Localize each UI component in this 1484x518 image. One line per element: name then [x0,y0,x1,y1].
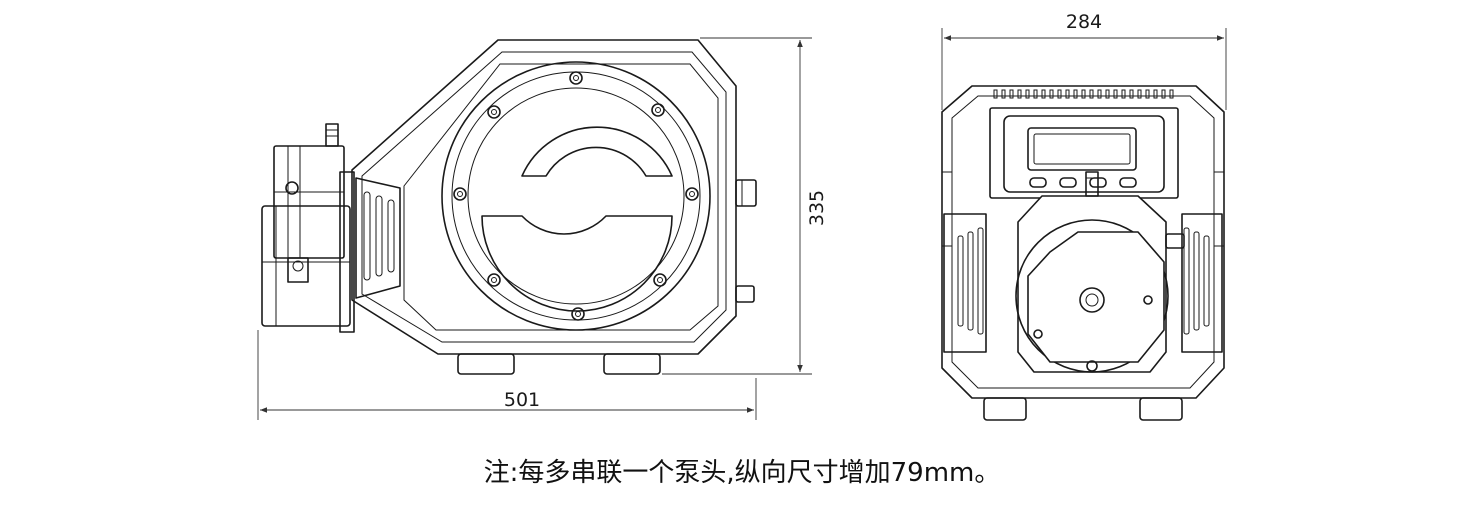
cover-screws [453,71,699,321]
fin [1009,89,1014,99]
fin [1065,89,1070,99]
fin [1121,89,1126,99]
pump-rotor-housing [1015,219,1169,373]
left-side-panel [943,213,987,353]
front-view [941,85,1225,421]
tube-fitting-front [1085,171,1099,197]
control-panel [989,107,1179,199]
dimension-length: 501 [257,330,757,420]
foot-rear [603,353,661,375]
width-label: 284 [1066,11,1102,33]
motor-cover [441,61,711,331]
fin [1081,89,1086,99]
fin [1097,89,1102,99]
pump-latch [1165,233,1185,249]
fin [993,89,998,99]
cover-arc-top [521,126,673,177]
fin [1025,89,1030,99]
rear-connector-top [735,179,757,207]
front-housing [941,85,1225,399]
fin [1153,89,1158,99]
fin [1057,89,1062,99]
fin [1137,89,1142,99]
dimension-height: 335 [662,37,828,375]
cover-arc-bottom [481,215,673,312]
pump-cover [1027,231,1165,363]
length-label: 501 [504,389,540,411]
fin [1033,89,1038,99]
tube-fitting-bottom [287,257,309,283]
fin [1001,89,1006,99]
right-side-panel [1181,213,1223,353]
panel-buttons [1029,177,1137,188]
foot-front [457,353,515,375]
footnote: 注:每多串联一个泵头,纵向尺寸增加79mm。 [483,458,1001,488]
fin [1129,89,1134,99]
fin [1017,89,1022,99]
dimension-width: 284 [941,11,1227,110]
fin [1049,89,1054,99]
fin [1089,89,1094,99]
housing-outline [351,39,737,355]
fin [1041,89,1046,99]
pump-head-base [261,205,351,327]
front-foot-left [983,397,1027,421]
mount-plate [339,171,355,333]
front-foot-right [1139,397,1183,421]
fin [1161,89,1166,99]
fin [1145,89,1150,99]
pump-head-upper [273,145,345,259]
fin [1105,89,1110,99]
rotor-hub [1079,287,1105,313]
height-label: 335 [806,190,828,226]
tube-fitting-top [325,123,339,147]
cooling-fins [993,89,1174,99]
fin [1113,89,1118,99]
fin [1073,89,1078,99]
fin [1169,89,1174,99]
side-view [261,39,757,375]
rear-connector-bottom [735,285,755,303]
lcd-display [1027,127,1137,171]
vent-panel [355,177,401,299]
